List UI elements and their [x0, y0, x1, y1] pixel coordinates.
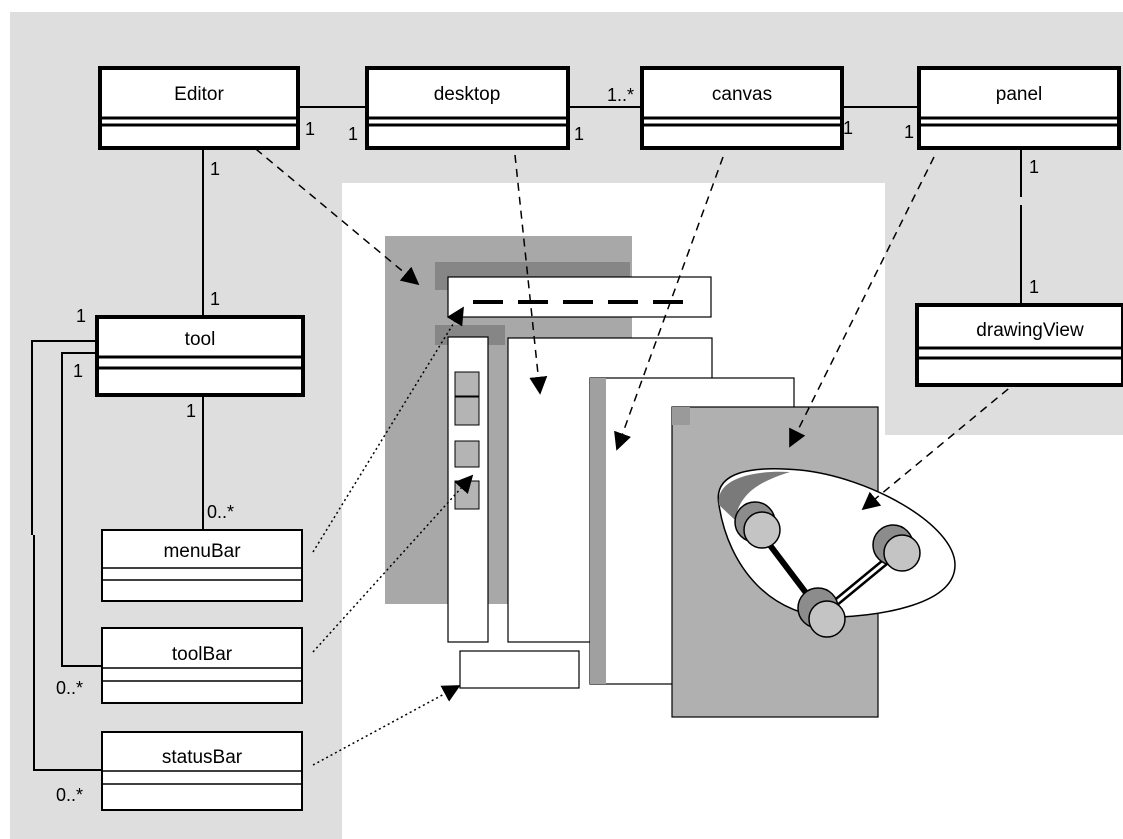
mult-tool-toolbar-toolbar: 0..* [56, 678, 83, 698]
mult-panel-drawingview-panel: 1 [1029, 157, 1039, 177]
class-name-panel: panel [996, 84, 1043, 105]
class-name-toolbar: toolBar [172, 644, 233, 665]
class-name-canvas: canvas [712, 84, 772, 105]
class-name-statusbar: statusBar [162, 747, 243, 768]
mult-tool-menubar-tool: 1 [186, 401, 196, 421]
class-canvas: canvas [642, 68, 842, 148]
class-editor: Editor [100, 68, 298, 148]
mult-editor-tool-editor: 1 [210, 159, 220, 179]
mult-desktop-canvas-desktop: 1 [574, 124, 584, 144]
class-desktop: desktop [367, 68, 568, 148]
mult-desktop-canvas-canvas: 1..* [607, 85, 634, 105]
class-tool: tool [97, 317, 303, 395]
class-toolbar: toolBar [102, 628, 302, 703]
class-name-drawingview: drawingView [976, 320, 1084, 341]
class-statusbar: statusBar [102, 732, 302, 810]
class-name-desktop: desktop [434, 84, 501, 105]
class-name-menubar: menuBar [163, 541, 241, 562]
mult-editor-tool-tool: 1 [210, 289, 220, 309]
class-name-editor: Editor [174, 84, 224, 105]
mult-tool-toolbar-tool: 1 [73, 361, 83, 381]
mult-tool-statusbar-tool: 1 [76, 306, 86, 326]
mult-canvas-panel-canvas: 1 [843, 118, 853, 138]
mult-editor-desktop-editor: 1 [305, 119, 315, 139]
class-drawingview: drawingView [917, 305, 1123, 385]
mult-editor-desktop-desktop: 1 [348, 124, 358, 144]
mult-tool-statusbar-statusbar: 0..* [56, 785, 83, 805]
class-panel: panel [919, 68, 1119, 148]
mult-tool-menubar-menubar: 0..* [207, 502, 234, 522]
class-name-tool: tool [185, 329, 216, 350]
mult-panel-drawingview-view: 1 [1029, 277, 1039, 297]
mult-canvas-panel-panel: 1 [904, 122, 914, 142]
app-window-illustration [385, 236, 955, 717]
class-menubar: menuBar [102, 530, 302, 601]
